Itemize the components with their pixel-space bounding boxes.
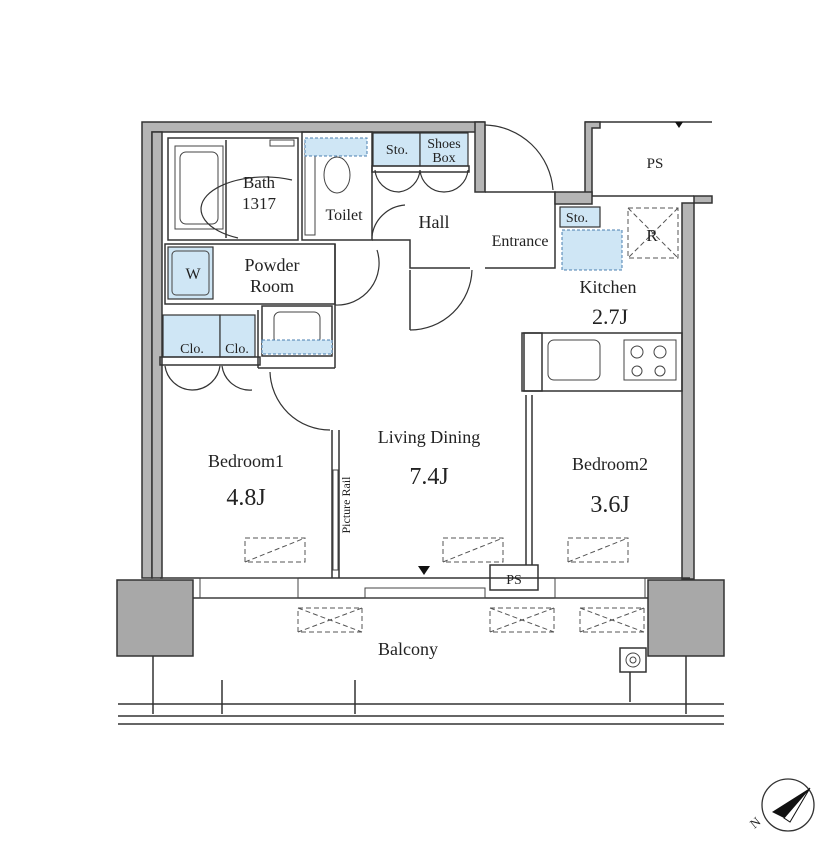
label-living: Living Dining [378, 427, 481, 447]
label-balcony: Balcony [378, 639, 438, 659]
label-ps-bottom: PS [506, 573, 522, 588]
compass-north-label: N [747, 813, 764, 831]
label-powder-1: Powder [245, 255, 300, 275]
entry-arrow-icon-top [675, 122, 683, 128]
label-ps-top: PS [647, 156, 664, 172]
outer-walls [141, 121, 713, 580]
label-clo-1: Clo. [180, 342, 204, 357]
doors [164, 124, 554, 431]
interior-walls [159, 131, 683, 578]
label-hall: Hall [419, 212, 450, 232]
label-shoes-box-2: Box [432, 151, 455, 166]
label-sto-2: Sto. [566, 211, 588, 226]
label-bedroom2-size: 3.6J [590, 492, 629, 518]
label-bath: Bath [243, 173, 276, 192]
label-clo-2: Clo. [225, 342, 249, 357]
label-bedroom2: Bedroom2 [572, 454, 648, 474]
label-entrance: Entrance [492, 233, 549, 250]
label-sto-1: Sto. [386, 143, 408, 158]
label-bedroom1-size: 4.8J [226, 485, 265, 511]
label-fridge: R [646, 226, 658, 245]
room-labels: Bath 1317 Toilet Sto. Shoes Box Hall Ent… [180, 137, 663, 659]
label-shoes-box-1: Shoes [427, 137, 460, 152]
label-kitchen-size: 2.7J [592, 304, 629, 329]
label-bedroom1: Bedroom1 [208, 451, 284, 471]
label-picture-rail: Picture Rail [339, 476, 353, 534]
entry-arrow-icon [418, 566, 430, 575]
label-powder-2: Room [250, 276, 294, 296]
label-bath-size: 1317 [242, 194, 277, 213]
label-kitchen: Kitchen [580, 277, 637, 297]
compass-icon: N [747, 778, 815, 832]
label-washer: W [185, 266, 201, 283]
label-living-size: 7.4J [409, 464, 448, 490]
label-toilet: Toilet [325, 207, 363, 224]
windows-and-balcony [116, 122, 725, 725]
